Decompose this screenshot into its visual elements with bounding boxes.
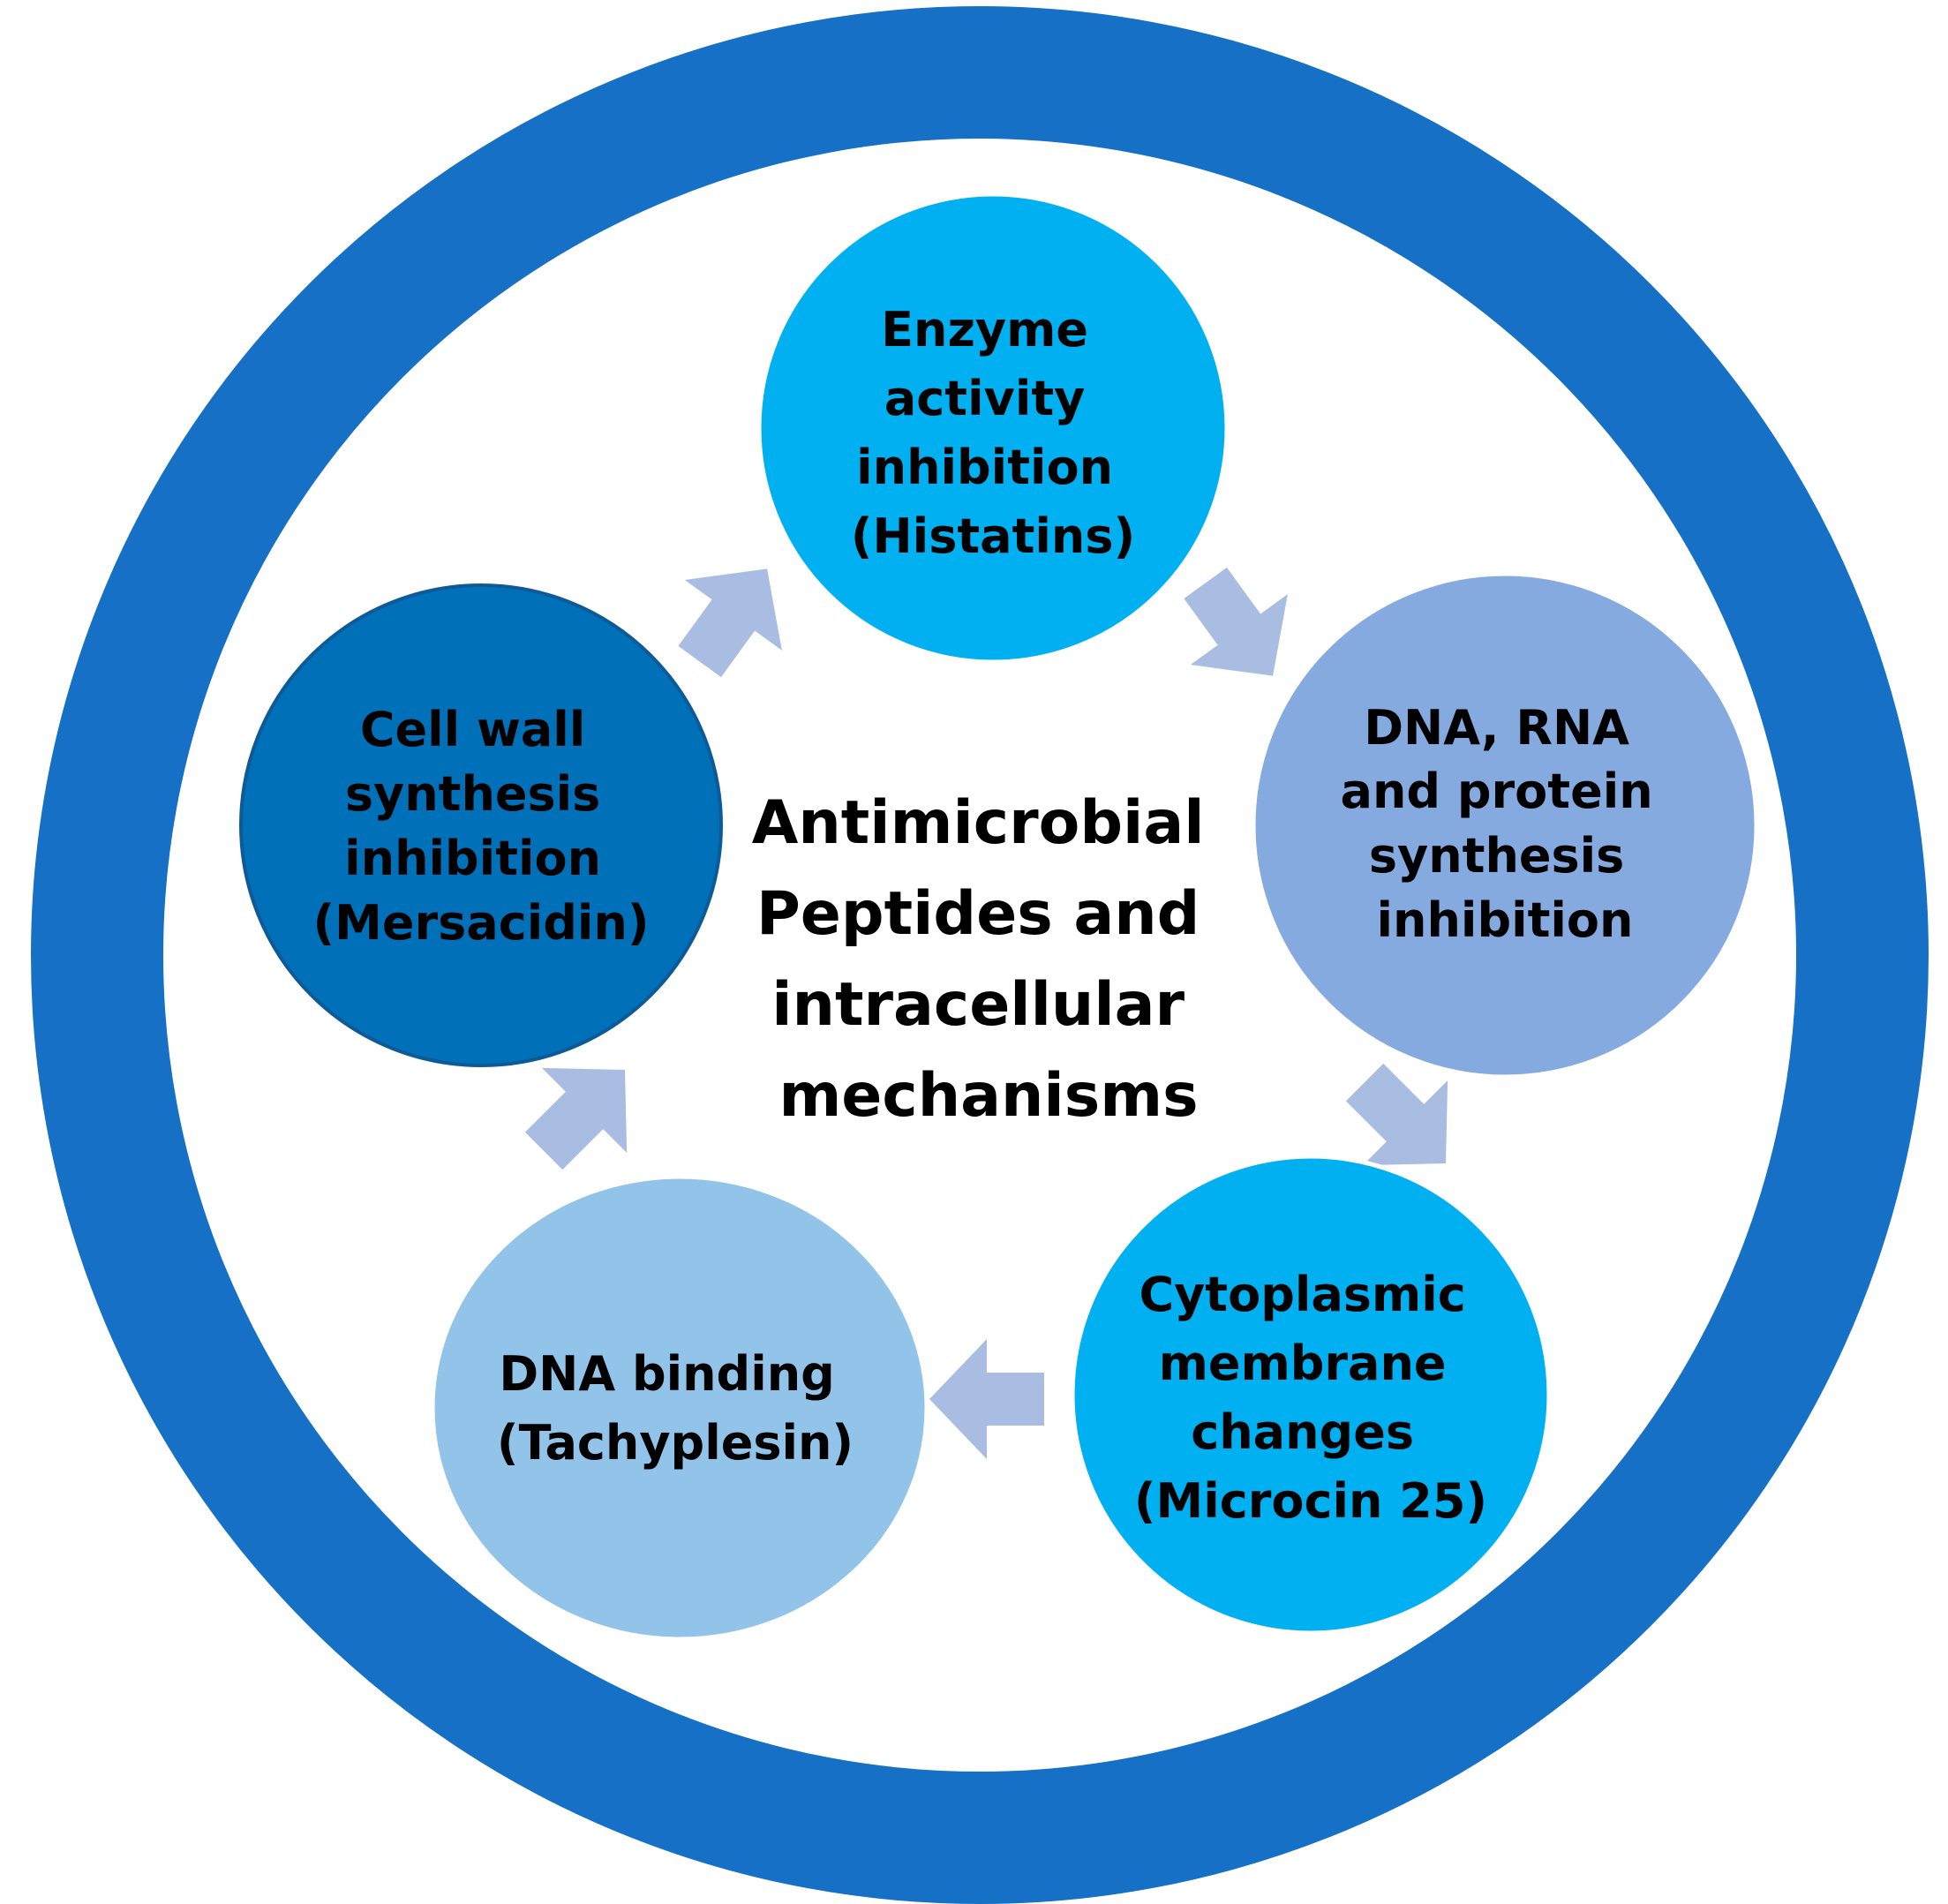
node-enzyme-circle: [756, 192, 1230, 665]
center-title: Antimicrobial Peptides and intracellular…: [752, 788, 1225, 1131]
node-dna-binding-line: (Tachyplesin): [497, 1415, 854, 1471]
node-dna-rna-protein-line: and protein: [1341, 764, 1653, 819]
node-dna-rna-protein-label: DNA, RNA and protein synthesis inhibitio…: [1341, 700, 1670, 948]
center-title-line: mechanisms: [778, 1061, 1198, 1131]
arrow-enzyme-to-dna-rna: [1184, 567, 1288, 676]
node-cytoplasmic-label: Cytoplasmic membrane changes (Microcin 2…: [1134, 1267, 1487, 1529]
node-cytoplasmic-line: changes: [1191, 1404, 1414, 1460]
node-cytoplasmic-line: Cytoplasmic: [1139, 1267, 1465, 1322]
node-enzyme-line: Enzyme: [881, 302, 1088, 357]
arrow-dna-binding-to-cellwall: [524, 1067, 628, 1170]
node-cytoplasmic-line: (Microcin 25): [1134, 1473, 1487, 1529]
node-cell-wall-line: (Mersacidin): [312, 895, 649, 951]
node-dna-rna-protein-line: synthesis: [1369, 828, 1624, 884]
node-cell-wall-line: synthesis: [345, 766, 600, 822]
node-dna-rna-protein-line: inhibition: [1377, 892, 1634, 948]
connector-arrows: [524, 567, 1448, 1459]
arrow-cellwall-to-enzyme: [678, 568, 782, 678]
node-cytoplasmic-circle: [1070, 1154, 1552, 1636]
node-enzyme-line: inhibition: [856, 440, 1113, 495]
node-dna-rna-protein-line: DNA, RNA: [1364, 700, 1629, 756]
node-cytoplasmic-line: membrane: [1159, 1336, 1447, 1391]
node-enzyme-label: Enzyme activity inhibition (Histatins): [851, 302, 1135, 564]
node-dna-rna-protein-circle: [1251, 571, 1759, 1080]
arrow-cytoplasmic-to-dna-binding: [929, 1339, 1044, 1459]
node-dna-binding-line: DNA binding: [499, 1346, 834, 1402]
node-cell-wall-line: inhibition: [344, 831, 601, 886]
node-dna-binding-label: DNA binding (Tachyplesin): [497, 1346, 854, 1471]
node-enzyme-line: activity: [884, 371, 1086, 426]
center-title-line: Antimicrobial: [752, 788, 1205, 858]
node-cell-wall-circle: [239, 583, 723, 1067]
center-title-line: Peptides and: [756, 879, 1200, 949]
node-cell-wall-line: Cell wall: [360, 702, 585, 757]
arrow-dna-rna-to-cytoplasmic: [1345, 1063, 1448, 1166]
node-cell-wall-label: Cell wall synthesis inhibition (Mersacid…: [312, 702, 649, 951]
center-title-line: intracellular: [771, 970, 1185, 1040]
outer-ring: [31, 6, 1929, 1904]
node-enzyme-line: (Histatins): [851, 508, 1135, 564]
node-dna-binding-circle: [430, 1174, 929, 1642]
